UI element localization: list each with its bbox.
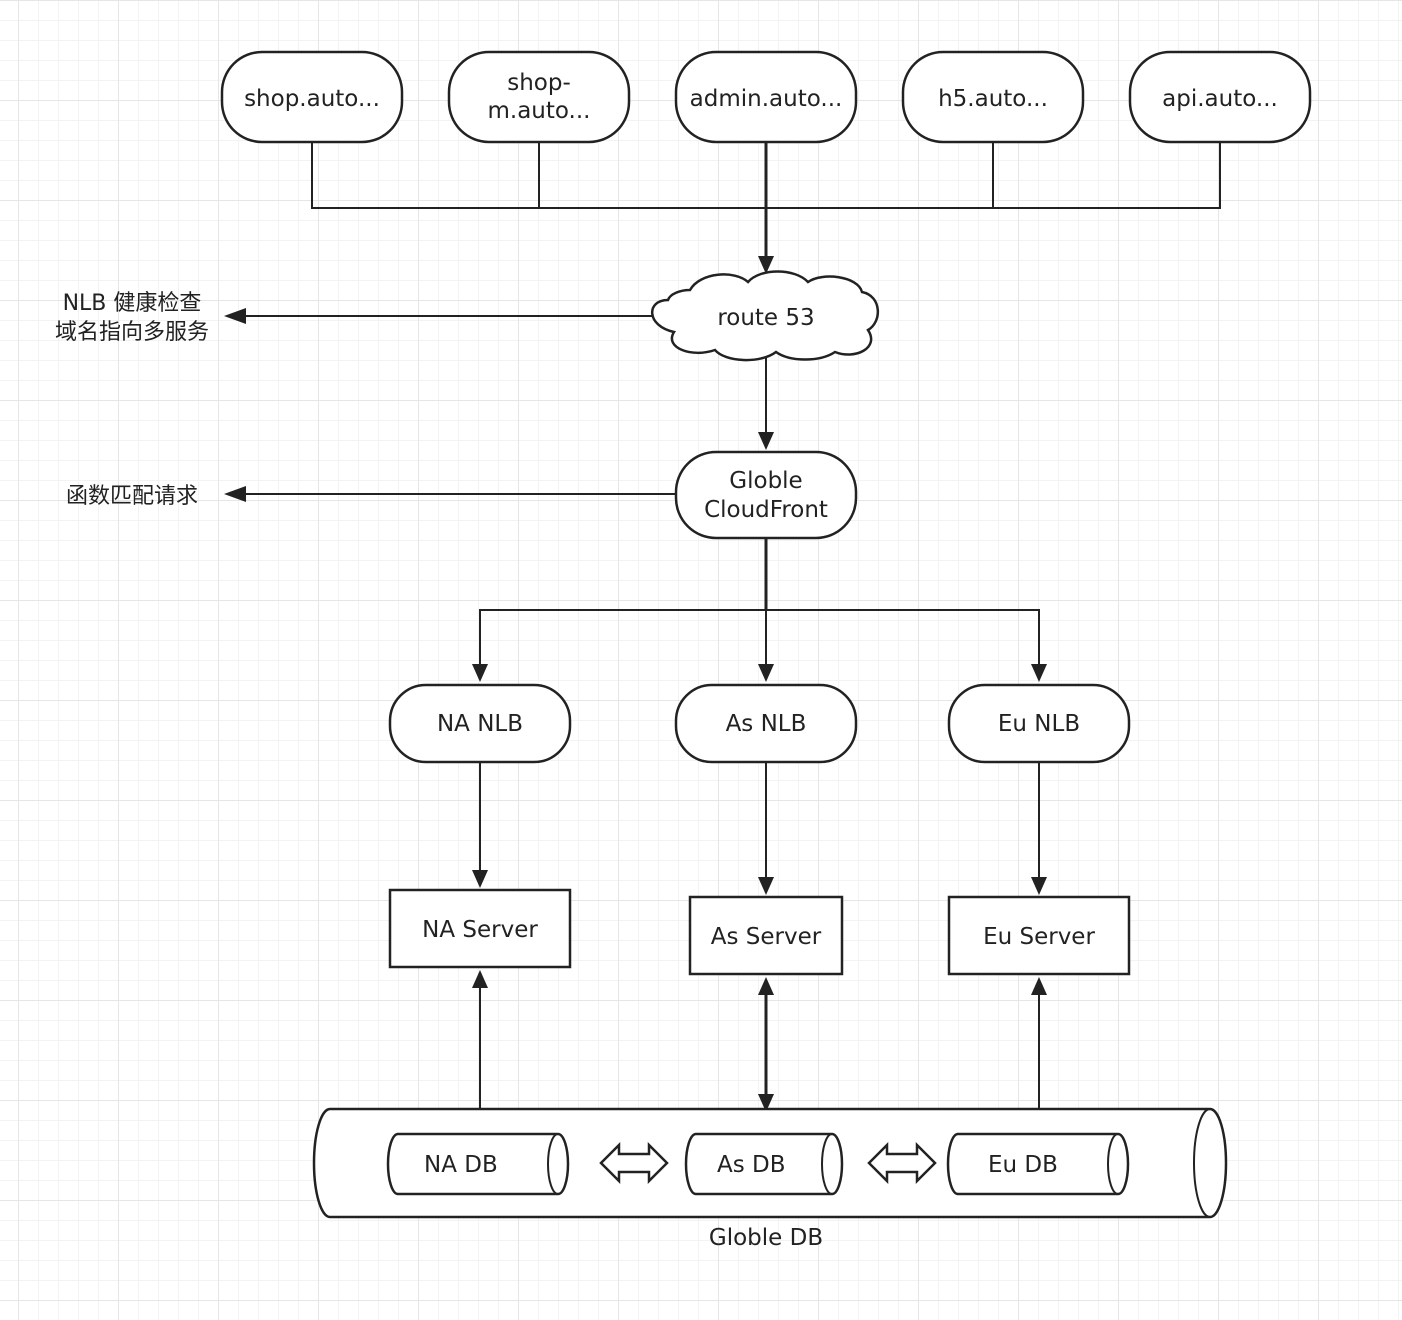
nlb-as-label: As NLB (726, 711, 807, 737)
nlb-node-as[interactable]: As NLB (674, 683, 858, 764)
server-node-na[interactable]: NA Server (388, 888, 572, 969)
domain-node-shop-m[interactable]: shop- m.auto... (447, 50, 631, 144)
nlb-node-eu[interactable]: Eu NLB (947, 683, 1131, 764)
domain-node-shop-label: shop.auto... (244, 86, 380, 112)
domain-node-shop[interactable]: shop.auto... (220, 50, 404, 144)
cloudfront-note: 函数匹配请求 (66, 484, 198, 509)
domain-node-h5-label: h5.auto... (938, 86, 1048, 112)
db-node-eu[interactable]: Eu DB (946, 1132, 1130, 1196)
route53-note-line2: 域名指向多服务 (55, 320, 209, 345)
nlb-node-na[interactable]: NA NLB (388, 683, 572, 764)
route53-note: NLB 健康检查 域名指向多服务 (55, 291, 209, 345)
cloudfront-node[interactable]: Globle CloudFront (674, 450, 858, 540)
db-sync-arrow-na-as (599, 1141, 669, 1185)
route53-to-cloudfront-edge (758, 356, 774, 450)
db-node-na[interactable]: NA DB (386, 1132, 570, 1196)
domain-node-admin-label: admin.auto... (690, 86, 843, 112)
nlb-na-label: NA NLB (437, 711, 523, 737)
cloudfront-label-line1: Globle (729, 468, 802, 494)
server-node-eu[interactable]: Eu Server (947, 895, 1131, 976)
db-eu-label: Eu DB (988, 1152, 1058, 1178)
cloudfront-to-nlb-edges (472, 538, 1047, 682)
db-sync-arrow-as-eu (867, 1141, 937, 1185)
cloudfront-to-note-edge (224, 486, 676, 502)
domain-node-admin[interactable]: admin.auto... (674, 50, 858, 144)
route53-note-line1: NLB 健康检查 (63, 291, 202, 316)
route53-label: route 53 (717, 305, 814, 331)
db-node-as[interactable]: As DB (684, 1132, 844, 1196)
nlb-eu-label: Eu NLB (998, 711, 1080, 737)
route53-to-note-edge (224, 308, 652, 324)
cloudfront-label-line2: CloudFront (704, 497, 828, 523)
cloudfront-note-text: 函数匹配请求 (66, 484, 198, 509)
domains-to-route53-connector (311, 142, 1221, 274)
server-node-as[interactable]: As Server (688, 895, 844, 976)
route53-cloud-node[interactable]: route 53 (650, 270, 879, 362)
domain-node-api[interactable]: api.auto... (1128, 50, 1312, 144)
domain-node-api-label: api.auto... (1162, 86, 1278, 112)
nlb-to-server-edges (472, 762, 1047, 895)
db-na-label: NA DB (424, 1152, 498, 1178)
domain-node-h5[interactable]: h5.auto... (901, 50, 1085, 144)
server-as-label: As Server (711, 924, 822, 950)
domain-node-shop-m-label-line1: shop- (507, 70, 571, 96)
server-na-label: NA Server (422, 917, 538, 943)
global-db-label: Globle DB (709, 1225, 823, 1251)
server-eu-label: Eu Server (983, 924, 1095, 950)
domain-node-shop-m-label-line2: m.auto... (487, 98, 590, 124)
db-as-label: As DB (717, 1152, 786, 1178)
